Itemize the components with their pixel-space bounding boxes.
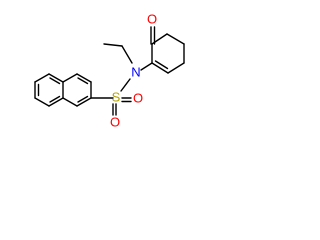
- bond: [48, 97, 64, 107]
- bond: [76, 73, 92, 83]
- atom-sulfur: S: [112, 90, 121, 105]
- cyclohexenone-ring: [150, 26, 185, 74]
- bond-double-inner: [77, 95, 89, 103]
- bond: [34, 97, 50, 107]
- bond-double-inner: [154, 60, 169, 70]
- bond: [121, 45, 133, 64]
- atom-nitrogen: N: [131, 65, 140, 80]
- atom-oxygen-ketone: O: [147, 12, 157, 27]
- atom-oxygen-sulfonyl-right: O: [133, 91, 143, 106]
- molecule-svg: O N S O O: [34, 12, 185, 130]
- bond: [62, 73, 78, 83]
- bond-double-inner: [77, 77, 89, 85]
- structure-diagram: O N S O O: [0, 0, 224, 156]
- bond: [62, 97, 78, 107]
- bond-double-inner: [49, 77, 61, 85]
- bond: [167, 62, 185, 74]
- bond-nitrogen-ring: [140, 62, 153, 71]
- atom-oxygen-sulfonyl-left: O: [110, 115, 120, 130]
- bond-double-inner: [49, 95, 61, 103]
- bond-sulfur-nitrogen: [120, 78, 131, 92]
- bond: [76, 97, 92, 107]
- bond: [34, 73, 50, 83]
- bond: [151, 62, 169, 74]
- sulfonyl-bonds: [112, 97, 132, 116]
- bond: [166, 33, 185, 45]
- naphthalene-ring: [34, 73, 92, 107]
- ethyl-group: [103, 43, 133, 64]
- bond: [103, 43, 123, 47]
- bond: [48, 73, 64, 83]
